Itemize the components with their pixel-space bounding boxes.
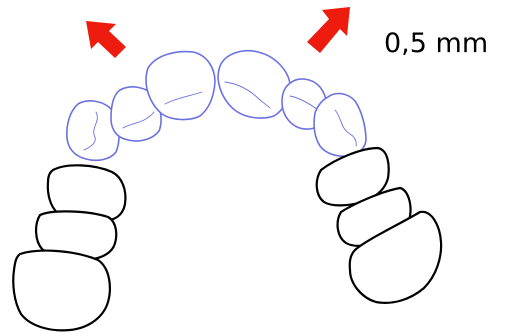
groove-right-central-incisor (224, 81, 271, 109)
groove-left-lateral-incisor (122, 111, 155, 129)
measurement-label: 0,5 mm (384, 28, 488, 59)
tooth-right-central-incisor (217, 50, 291, 119)
tooth-left-central-incisor (145, 50, 216, 121)
right-expansion-arrow (307, 7, 350, 53)
groove-left-central-incisor (164, 91, 203, 105)
tooth-right-first-molar (348, 210, 443, 304)
tooth-left-first-molar (12, 249, 111, 332)
left-expansion-arrow (86, 21, 126, 58)
groove-right-lateral-incisor (289, 95, 319, 111)
tooth-right-canine (313, 92, 367, 157)
groove-right-canine (334, 109, 357, 147)
posterior-teeth (12, 146, 443, 332)
anterior-teeth (66, 50, 367, 162)
tooth-left-second-premolar (35, 210, 118, 262)
tooth-left-canine (66, 100, 120, 162)
groove-left-canine (83, 111, 98, 151)
